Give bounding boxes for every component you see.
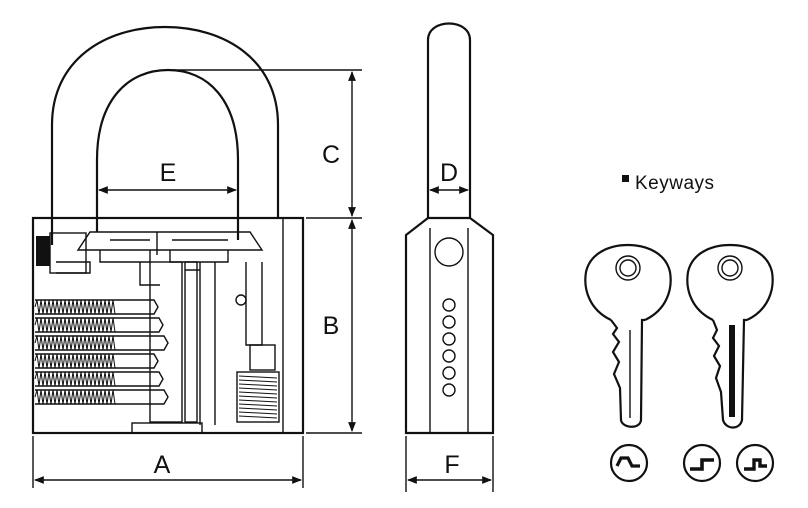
- dim-d-label: D: [440, 159, 458, 187]
- side-pin-hole: [442, 332, 456, 346]
- side-keyhole-circle: [434, 237, 464, 267]
- keyway-step-symbol-alt: [735, 443, 775, 483]
- keyway-step-symbol: [682, 443, 722, 483]
- front-view: A B C E: [31, 25, 362, 488]
- side-pin-hole: [442, 366, 456, 380]
- dim-c-label: C: [322, 141, 340, 169]
- side-pin-hole: [442, 315, 456, 329]
- key2-hole: [717, 255, 743, 281]
- key2-bow: [686, 243, 774, 321]
- pin-tumbler: [34, 299, 159, 315]
- pin-tumbler: [34, 353, 159, 369]
- dim-b-label: B: [323, 312, 340, 340]
- shackle-outer: [50, 25, 280, 245]
- dim-f-label: F: [444, 451, 459, 479]
- key1-hole-inner: [619, 259, 637, 277]
- key2-hole-inner: [721, 259, 739, 277]
- side-view: D F: [404, 22, 495, 492]
- pin-tumbler: [34, 389, 169, 405]
- locking-mechanism: [36, 231, 276, 434]
- dim-e-label: E: [160, 159, 177, 187]
- pin-tumbler: [34, 317, 164, 333]
- key2-groove: [729, 325, 735, 417]
- side-pin-hole: [442, 298, 456, 312]
- pin-tumbler: [34, 335, 169, 351]
- bolt-spring: [236, 371, 280, 423]
- side-body: [404, 216, 495, 435]
- pin-tumbler: [34, 371, 164, 387]
- single-cut-key: [584, 243, 672, 428]
- keyway-wave-symbol: [609, 443, 649, 483]
- double-cut-key: [686, 243, 774, 429]
- side-pin-hole: [442, 383, 456, 397]
- pin-tumblers: [34, 299, 169, 405]
- shackle-inner: [95, 68, 240, 240]
- key1-blade: [610, 318, 645, 428]
- key2-blade: [711, 318, 747, 429]
- dim-a-label: A: [154, 451, 171, 479]
- key1-bow: [584, 243, 672, 321]
- legend-marker-icon: [622, 175, 629, 182]
- side-shackle: [426, 22, 472, 218]
- keyways-label: Keyways: [635, 173, 715, 194]
- side-pin-holes: [442, 298, 456, 397]
- keyways-legend: Keyways: [622, 173, 715, 194]
- side-pin-hole: [442, 349, 456, 363]
- key1-hole: [615, 255, 641, 281]
